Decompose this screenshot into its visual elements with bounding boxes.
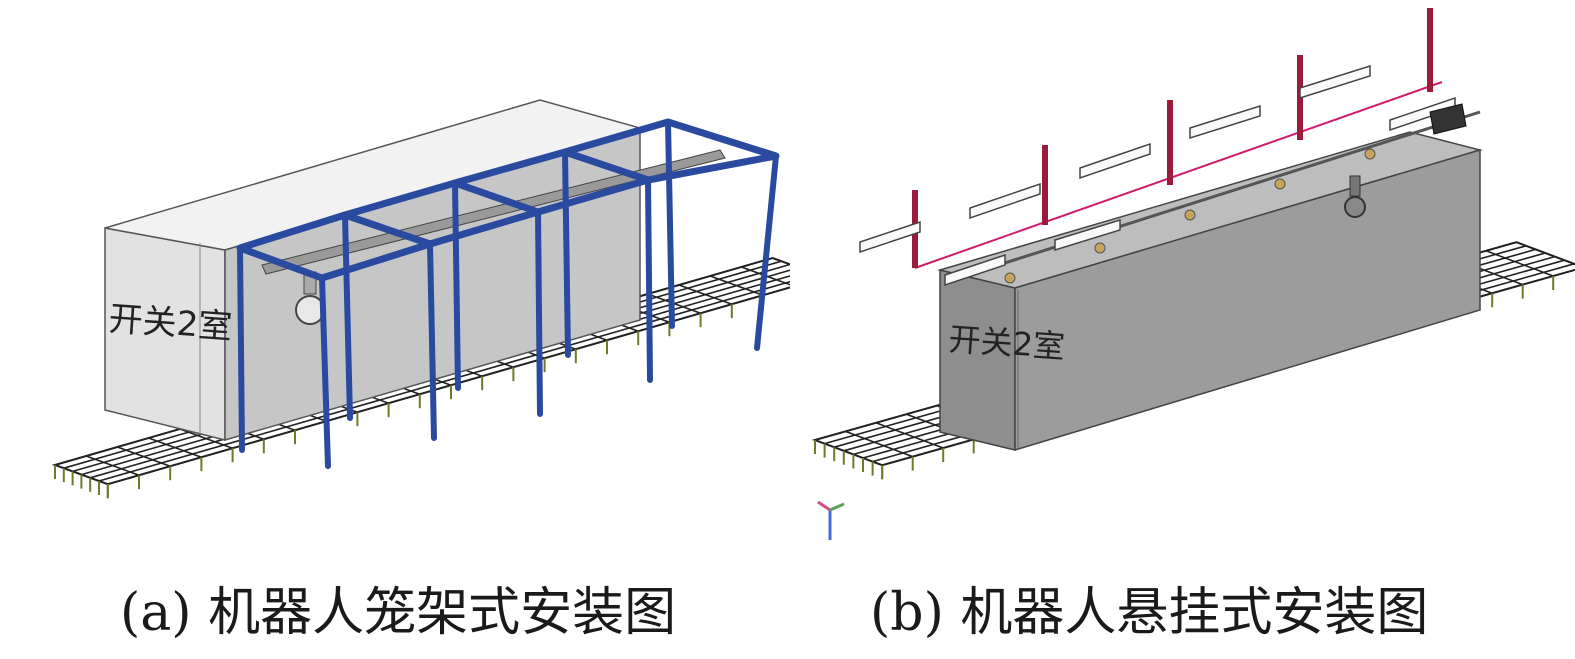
cross-beam: [944, 253, 1006, 287]
guide-rail: [914, 81, 1443, 269]
cage-post: [342, 212, 353, 421]
cage-post: [319, 275, 331, 469]
bracket: [1184, 209, 1196, 221]
cross-beam: [1189, 104, 1261, 140]
room-label: 开关2室: [107, 299, 233, 348]
bracket: [1094, 242, 1106, 254]
cross-beam: [1054, 218, 1121, 252]
cross-beam: [1299, 64, 1371, 100]
cage-crossbeam: [341, 211, 434, 248]
cage-post: [562, 149, 571, 358]
cage-post: [427, 241, 437, 441]
axis-triad-icon: [817, 500, 845, 540]
figure-suspended-install: 开关2室: [790, 0, 1575, 560]
cage-post: [535, 209, 543, 417]
caption-b: (b) 机器人悬挂式安装图: [870, 583, 1429, 643]
grid-line: [107, 286, 790, 485]
grid-line: [1485, 250, 1554, 277]
cross-beam: [969, 182, 1041, 220]
cage-crossbeam: [664, 118, 780, 160]
cage-frame: [236, 118, 780, 469]
bracket: [1364, 148, 1376, 160]
cage-crossbeam: [561, 148, 652, 184]
cross-beam: [859, 220, 921, 254]
guide-rail: [944, 110, 1481, 284]
cage-post: [645, 177, 653, 383]
room-label: 开关2室: [947, 320, 1066, 366]
cage-install-drawing: 开关2室: [51, 99, 790, 499]
cage-post: [237, 245, 245, 453]
cross-beam: [1079, 142, 1151, 180]
bracket: [1004, 272, 1016, 284]
bracket: [1274, 178, 1286, 190]
grid-line: [845, 430, 913, 458]
cage-crossbeam: [451, 179, 542, 216]
grid-line: [875, 422, 944, 449]
cage-post: [452, 180, 461, 391]
grid-line: [814, 439, 883, 466]
cage-post: [665, 119, 675, 329]
drive-unit: [1429, 103, 1467, 135]
cage-post: [754, 153, 779, 351]
grid-line: [1516, 241, 1575, 265]
figure-cage-install: 开关2室: [0, 0, 790, 560]
suspended-robot: [1344, 175, 1366, 218]
switchgear-cabinet: 开关2室: [937, 131, 1483, 452]
cage-crossbeam: [236, 244, 326, 282]
overhead-rail-system: [859, 8, 1481, 287]
caption-a: (a) 机器人笼架式安装图: [120, 583, 677, 643]
suspended-install-drawing: 开关2室: [811, 8, 1575, 540]
